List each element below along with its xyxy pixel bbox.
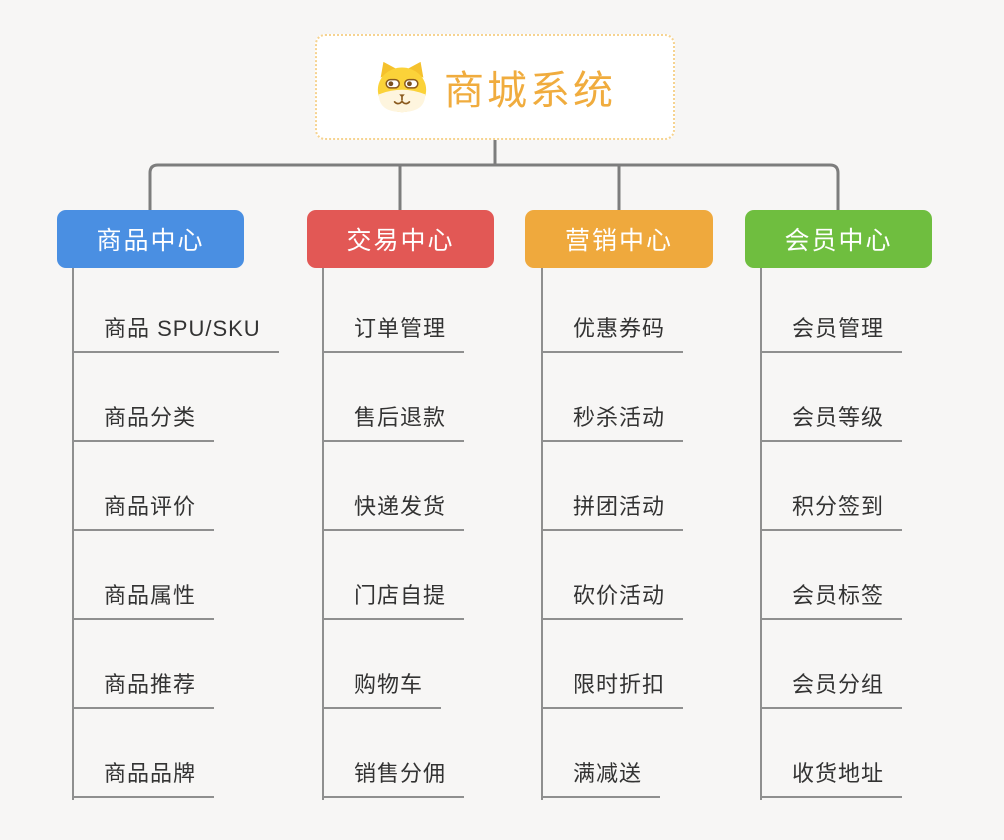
leaf-node[interactable]: 商品属性 (72, 580, 215, 620)
root-node[interactable]: 商城系统 (315, 34, 675, 140)
branch-node-product-center[interactable]: 商品中心 (57, 210, 244, 268)
branch-node-trade-center[interactable]: 交易中心 (307, 210, 494, 268)
leaf-node[interactable]: 会员管理 (760, 313, 903, 353)
branch-node-marketing-center[interactable]: 营销中心 (525, 210, 713, 268)
root-title: 商城系统 (444, 69, 616, 113)
leaf-node[interactable]: 满减送 (541, 758, 661, 798)
branch-trunk-line (72, 268, 74, 800)
leaf-node[interactable]: 秒杀活动 (541, 402, 684, 442)
branch-trunk-line (322, 268, 324, 800)
branch-trunk-line (760, 268, 762, 800)
leaf-node[interactable]: 会员标签 (760, 580, 903, 620)
leaf-node[interactable]: 快递发货 (322, 491, 465, 531)
leaf-node[interactable]: 会员等级 (760, 402, 903, 442)
leaf-node[interactable]: 售后退款 (322, 402, 465, 442)
leaf-node[interactable]: 商品品牌 (72, 758, 215, 798)
leaf-node[interactable]: 订单管理 (322, 313, 465, 353)
leaf-node[interactable]: 收货地址 (760, 758, 903, 798)
leaf-node[interactable]: 销售分佣 (322, 758, 465, 798)
leaf-node[interactable]: 门店自提 (322, 580, 465, 620)
branch-trunk-line (541, 268, 543, 800)
leaf-node[interactable]: 商品评价 (72, 491, 215, 531)
leaf-node[interactable]: 商品推荐 (72, 669, 215, 709)
leaf-node[interactable]: 砍价活动 (541, 580, 684, 620)
leaf-node[interactable]: 拼团活动 (541, 491, 684, 531)
leaf-node[interactable]: 积分签到 (760, 491, 903, 531)
leaf-node[interactable]: 购物车 (322, 669, 442, 709)
leaf-node[interactable]: 商品 SPU/SKU (72, 313, 279, 353)
leaf-node[interactable]: 优惠券码 (541, 313, 684, 353)
leaf-node[interactable]: 限时折扣 (541, 669, 684, 709)
branch-node-member-center[interactable]: 会员中心 (745, 210, 932, 268)
leaf-node[interactable]: 会员分组 (760, 669, 903, 709)
leaf-node[interactable]: 商品分类 (72, 402, 215, 442)
dog-face-icon (374, 61, 430, 113)
